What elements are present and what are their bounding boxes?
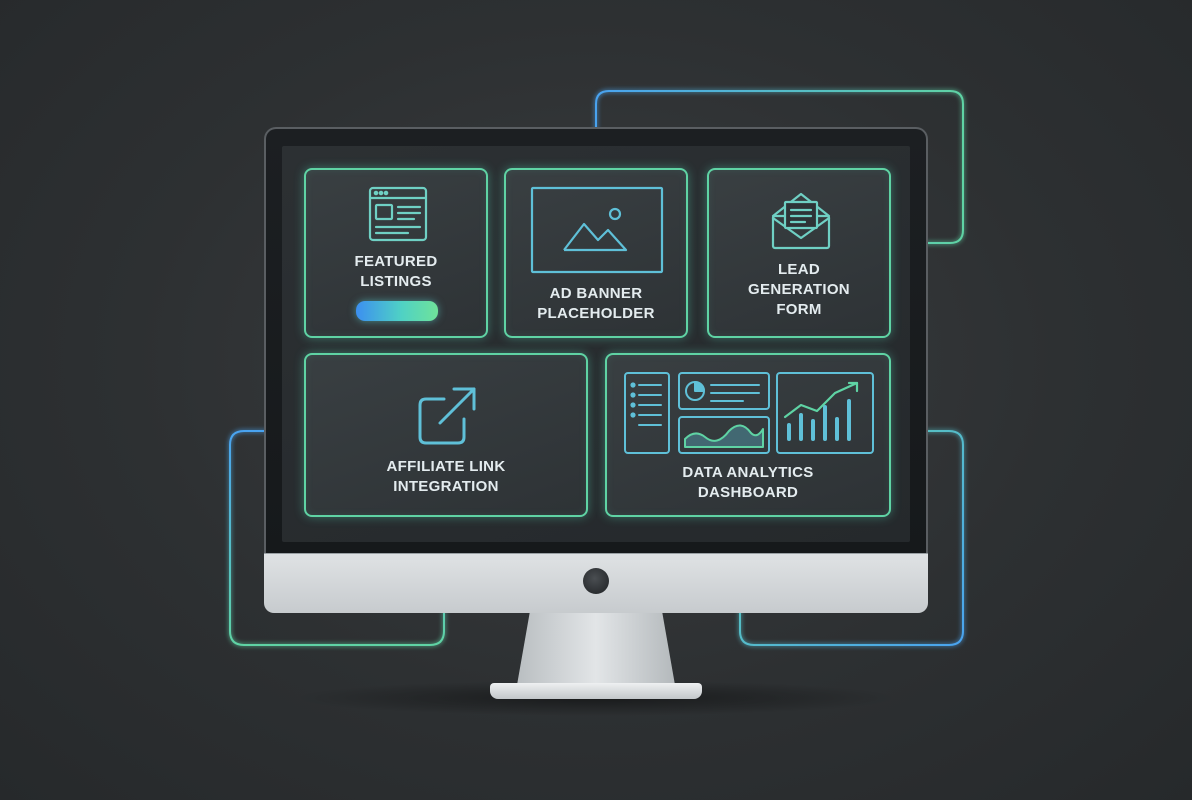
featured-progress-bar[interactable]: [356, 301, 438, 321]
card-label: DATA ANALYTICS DASHBOARD: [682, 464, 814, 501]
card-ad-banner[interactable]: AD BANNER PLACEHOLDER: [504, 168, 688, 338]
card-label: AD BANNER PLACEHOLDER: [537, 285, 655, 322]
envelope-form-icon: [771, 192, 831, 250]
card-lead-generation[interactable]: LEAD GENERATION FORM: [707, 168, 891, 338]
webpage-listing-icon: [368, 186, 428, 242]
card-label: LEAD GENERATION FORM: [748, 261, 850, 318]
card-affiliate-link[interactable]: AFFILIATE LINK INTEGRATION: [304, 353, 588, 517]
image-placeholder-icon: [530, 186, 664, 274]
card-data-analytics[interactable]: DATA ANALYTICS DASHBOARD: [605, 353, 891, 517]
external-link-icon: [418, 387, 476, 445]
analytics-dashboard-icon: [624, 372, 874, 454]
monitor-stand-base: [490, 683, 702, 699]
monitor-stand-neck: [517, 613, 675, 685]
card-label: AFFILIATE LINK INTEGRATION: [386, 458, 506, 495]
card-label: FEATURED LISTINGS: [354, 253, 438, 290]
card-featured-listings[interactable]: FEATURED LISTINGS: [304, 168, 488, 338]
monitor-logo-icon: [583, 568, 609, 594]
